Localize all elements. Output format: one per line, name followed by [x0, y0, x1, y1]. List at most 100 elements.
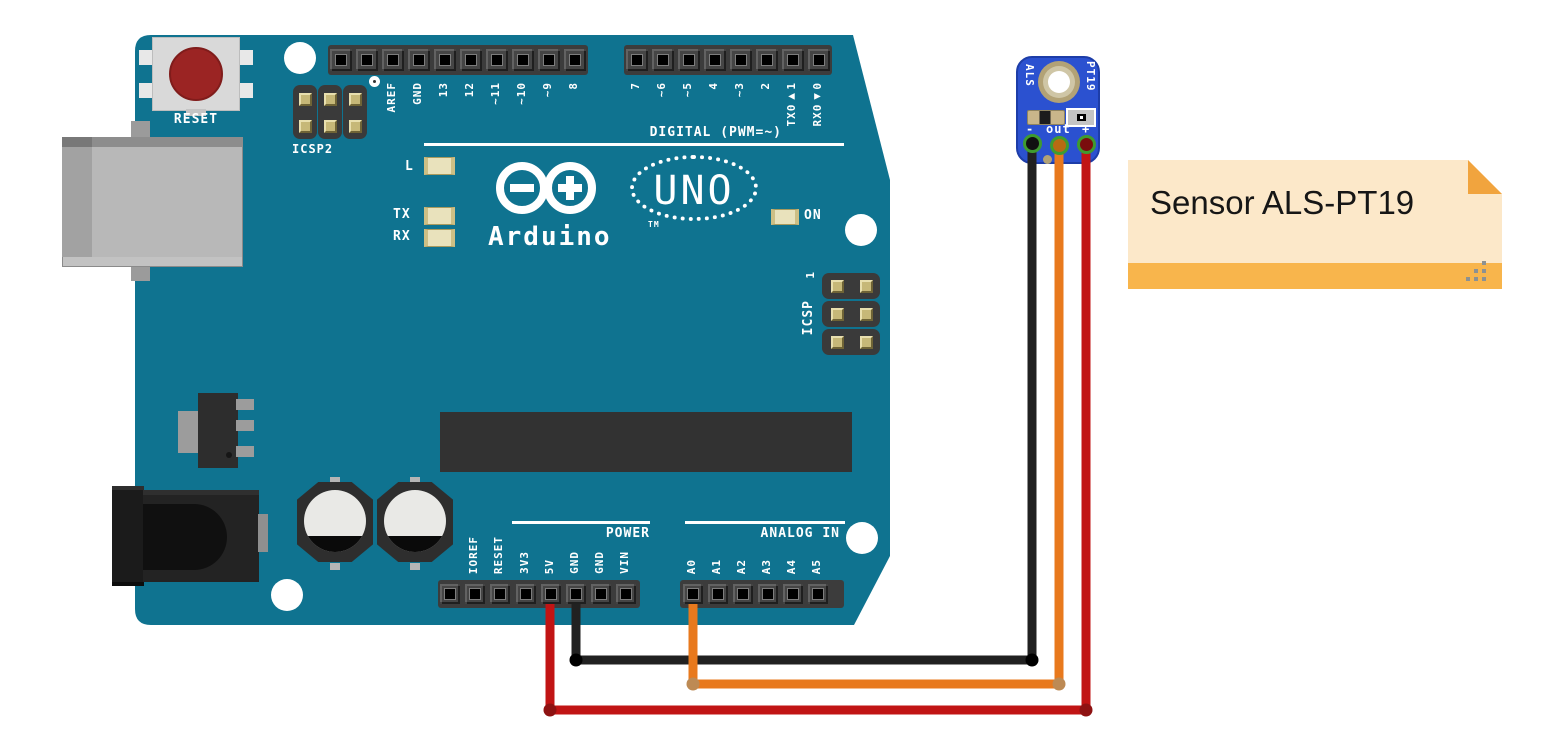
pin-socket[interactable] [683, 584, 703, 604]
usb-connector-left-edge [62, 147, 92, 257]
capacitor-stripe [384, 536, 446, 552]
sticky-note-resize-grip[interactable] [1466, 261, 1490, 284]
digital-caption: DIGITAL (PWM=~) [649, 125, 782, 140]
sticky-note-bar [1128, 263, 1502, 289]
pin-socket[interactable] [330, 49, 352, 71]
pin-socket[interactable] [733, 584, 753, 604]
pin-socket[interactable] [515, 584, 536, 604]
usb-connector-corner [62, 137, 92, 147]
sensor-phototransistor [1066, 108, 1096, 127]
pin-label-8: 8 [567, 82, 580, 90]
icsp-pin[interactable] [830, 335, 844, 349]
pin-socket[interactable] [382, 49, 404, 71]
pin-socket[interactable] [408, 49, 430, 71]
power-separator-line [512, 521, 650, 524]
mount-hole-top-left [284, 42, 316, 74]
pin-socket[interactable] [708, 584, 728, 604]
icsp-pin[interactable] [830, 307, 844, 321]
pin-label-vin: VIN [618, 551, 632, 574]
pin-socket[interactable] [756, 49, 778, 71]
pin-hole [466, 55, 476, 65]
capacitor-stripe [304, 536, 366, 552]
icsp-pin[interactable] [298, 92, 312, 106]
pin-label-a2: A2 [735, 558, 748, 574]
pin-socket[interactable] [591, 584, 612, 604]
icsp-pin[interactable] [859, 279, 873, 293]
pin-socket[interactable] [460, 49, 482, 71]
icsp-pin[interactable] [298, 119, 312, 133]
icsp-pin[interactable] [830, 279, 844, 293]
led-tx-label: TX [393, 207, 411, 222]
pin-hole [710, 55, 720, 65]
pin-label-a3: A3 [760, 558, 773, 574]
pin-socket[interactable] [652, 49, 674, 71]
pin-hole [544, 55, 554, 65]
icsp-pin[interactable] [323, 92, 337, 106]
pin-socket[interactable] [540, 584, 561, 604]
pin-socket[interactable] [808, 49, 830, 71]
icsp-pin[interactable] [859, 335, 873, 349]
analog-caption: ANALOG IN [760, 526, 840, 541]
pin-socket[interactable] [782, 49, 804, 71]
sensor-pin-out-label: out [1046, 122, 1071, 136]
sensor-pin-out[interactable] [1050, 136, 1069, 155]
pin-hole [571, 589, 581, 599]
sticky-note-fold-icon [1468, 160, 1502, 194]
arduino-logo-tm: TM [648, 220, 660, 229]
arduino-board[interactable]: RESET ICSP2 DIGITAL (PWM=~) POWER ANALOG… [0, 0, 1100, 746]
pin-socket[interactable] [758, 584, 778, 604]
pin-socket[interactable] [356, 49, 378, 71]
usb-connector [62, 137, 243, 267]
led-on [771, 209, 799, 225]
reset-button-tab [139, 83, 153, 98]
icsp-pin[interactable] [348, 119, 362, 133]
pin-socket[interactable] [440, 584, 460, 604]
pin-socket[interactable] [512, 49, 534, 71]
arduino-logo-text: Arduino [488, 222, 612, 252]
pin-socket[interactable] [564, 49, 586, 71]
pin-socket[interactable] [566, 584, 586, 604]
pin-hole [788, 55, 798, 65]
pin-socket[interactable] [486, 49, 508, 71]
pin-socket[interactable] [808, 584, 828, 604]
sensor-pin-plus[interactable] [1077, 135, 1096, 154]
regulator-leg [236, 420, 254, 431]
pin-hole [684, 55, 694, 65]
pin-socket[interactable] [538, 49, 560, 71]
regulator-dot [226, 452, 232, 458]
reset-button-cap[interactable] [169, 47, 223, 101]
pin-socket[interactable] [434, 49, 456, 71]
pin-label-reset: RESET [492, 535, 506, 574]
pin-socket[interactable] [616, 584, 637, 604]
pin-hole [688, 589, 698, 599]
pin-socket[interactable] [704, 49, 726, 71]
pin-socket[interactable] [730, 49, 752, 71]
mcu-chip[interactable] [440, 412, 852, 472]
sticky-note-text[interactable]: Sensor ALS-PT19 [1150, 184, 1415, 221]
icsp-pin[interactable] [323, 119, 337, 133]
pin-hole [440, 55, 450, 65]
sticky-note-body[interactable] [1128, 160, 1502, 263]
pin-socket[interactable] [678, 49, 700, 71]
sensor-pin-plus-label: + [1082, 122, 1091, 136]
pin-hole [813, 589, 823, 599]
pin-socket[interactable] [626, 49, 648, 71]
pin-label-tx01: TX0▶1 [785, 82, 798, 127]
pin-socket[interactable] [465, 584, 486, 604]
pin-label-a5: A5 [810, 558, 823, 574]
sticky-note[interactable]: Sensor ALS-PT19 [1128, 160, 1502, 289]
usb-tab-bottom [131, 265, 150, 281]
pin-hole [362, 55, 372, 65]
sensor-als-label: ALS [1023, 64, 1036, 87]
pin-hole [763, 589, 773, 599]
pin-socket[interactable] [783, 584, 803, 604]
icsp-pin1-label: 1 [804, 271, 817, 279]
pin-socket[interactable] [490, 584, 511, 604]
pin-hole [814, 55, 824, 65]
pin-hole [414, 55, 424, 65]
sensor-pin-minus[interactable] [1023, 134, 1042, 153]
icsp-pin[interactable] [348, 92, 362, 106]
icsp-pin[interactable] [859, 307, 873, 321]
uno-text: UNO [653, 168, 735, 214]
